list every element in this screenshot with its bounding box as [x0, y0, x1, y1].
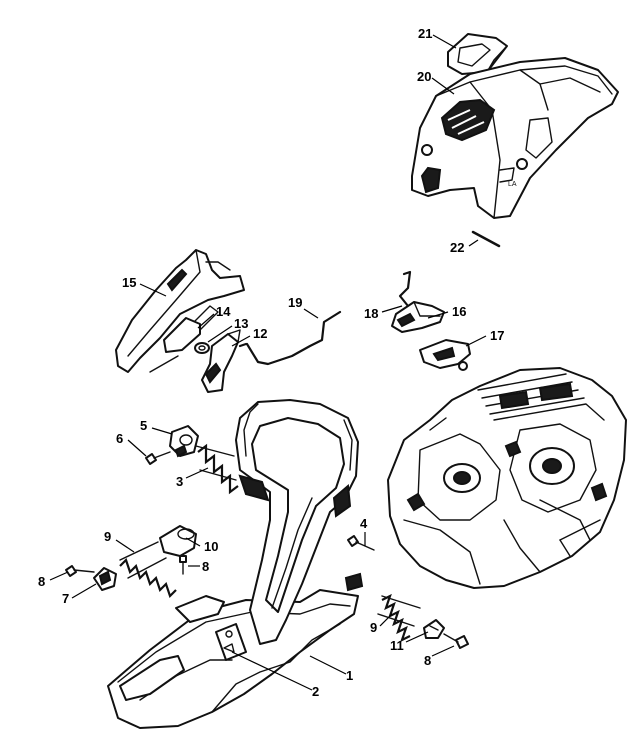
callout-20: 20: [417, 69, 431, 84]
part-12-trigger: [201, 329, 241, 393]
callout-14: 14: [216, 304, 231, 319]
part-22-rod: [471, 230, 501, 248]
callout-12: 12: [253, 326, 267, 341]
part-7-buffer: [93, 567, 117, 591]
part-1-handle-frame: [107, 572, 364, 729]
callout-21: 21: [418, 26, 432, 41]
callout-5: 5: [140, 418, 147, 433]
engine-body: [387, 367, 627, 589]
callout-19: 19: [288, 295, 302, 310]
callout-6: 6: [116, 431, 123, 446]
callout-11: 11: [390, 638, 404, 653]
callout-13: 13: [234, 316, 248, 331]
part-17-lever: [419, 339, 471, 371]
callout-4: 4: [360, 516, 368, 531]
callout-8-right: 8: [424, 653, 431, 668]
part-18-wire: [398, 270, 412, 308]
part-8-screw-b: [179, 555, 187, 575]
callout-10: 10: [204, 539, 218, 554]
part-2-label: [215, 623, 247, 661]
callout-1: 1: [346, 668, 353, 683]
callout-8-left: 8: [38, 574, 45, 589]
callout-16: 16: [452, 304, 466, 319]
part-14-lever: [149, 317, 201, 373]
part-13-ring: [194, 342, 210, 354]
part-16-lever: [391, 301, 445, 333]
part-19-throttle-rod: [238, 310, 342, 366]
part-21-knob: [447, 33, 508, 75]
callout-labels: 21 20 22 15 19 18 16 17 14 13 12 5 6 3 4…: [38, 26, 504, 699]
callout-9-right: 9: [370, 620, 377, 635]
callout-15: 15: [122, 275, 136, 290]
leader-lines: [49, 34, 487, 691]
part-20-top-cover: LA: [411, 57, 619, 219]
callout-9-left: 9: [104, 529, 111, 544]
callout-7: 7: [62, 591, 69, 606]
part-11-washer: [423, 619, 445, 639]
front-handle: [235, 399, 359, 645]
part-3-spring: [195, 443, 239, 495]
callout-17: 17: [490, 328, 504, 343]
part-5-mount: [169, 425, 199, 458]
part-4-screw: [347, 535, 375, 551]
part-9-spring-right: [377, 593, 421, 643]
part-6-screw: [145, 451, 171, 465]
callout-8-middle: 8: [202, 559, 209, 574]
part-10-mount: [159, 525, 197, 557]
callout-18: 18: [364, 306, 378, 321]
part-15-handle-cover: [115, 249, 245, 373]
callout-22: 22: [450, 240, 464, 255]
callout-2: 2: [312, 684, 319, 699]
part-8-screw-c: [443, 633, 469, 649]
cover-marking: LA: [508, 181, 517, 188]
callout-3: 3: [176, 474, 183, 489]
part-8-screw-a: [65, 565, 95, 577]
part-9-spring-left: [119, 541, 177, 599]
